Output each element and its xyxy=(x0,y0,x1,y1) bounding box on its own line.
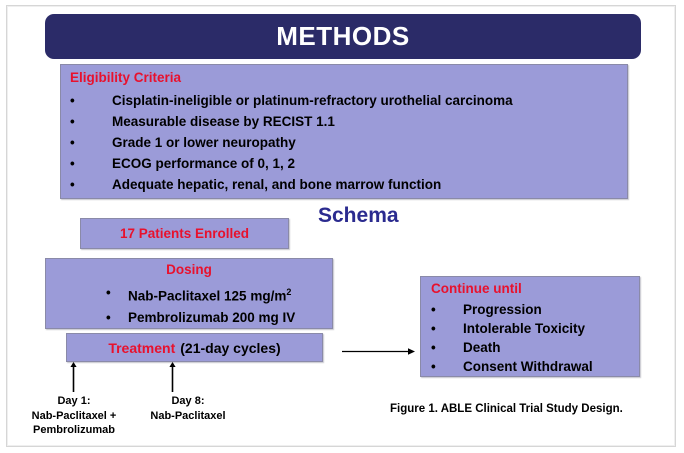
treatment-box: Treatment (21-day cycles) xyxy=(66,333,323,362)
continue-until-header: Continue until xyxy=(431,281,522,296)
list-item-label: Pembrolizumab 200 mg IV xyxy=(128,309,296,325)
list-item-label: Consent Withdrawal xyxy=(463,359,593,374)
list-item: • Nab-Paclitaxel 125 mg/m2 xyxy=(106,282,295,307)
list-item: • Cisplatin-ineligible or platinum-refra… xyxy=(70,90,621,111)
list-item: • Pembrolizumab 200 mg IV xyxy=(106,307,295,328)
eligibility-header: Eligibility Criteria xyxy=(70,70,182,85)
continue-until-panel: Continue until • Progression • Intolerab… xyxy=(420,276,640,377)
list-item-label: Intolerable Toxicity xyxy=(463,321,586,336)
eligibility-criteria-panel: Eligibility Criteria • Cisplatin-ineligi… xyxy=(60,64,628,199)
bullet-icon: • xyxy=(431,302,436,317)
list-item: • Grade 1 or lower neuropathy xyxy=(70,132,621,153)
dosing-header: Dosing xyxy=(166,262,212,277)
list-item: • Intolerable Toxicity xyxy=(431,319,593,338)
dosing-drug1-superscript: 2 xyxy=(286,287,292,297)
bullet-icon: • xyxy=(431,359,436,374)
list-item: • Consent Withdrawal xyxy=(431,357,593,376)
bullet-icon: • xyxy=(431,340,436,355)
list-item-label: Grade 1 or lower neuropathy xyxy=(112,135,296,150)
slide-canvas: METHODS Eligibility Criteria • Cisplatin… xyxy=(6,5,676,447)
bullet-icon: • xyxy=(70,156,75,171)
treatment-header: Treatment xyxy=(108,339,176,356)
bullet-icon: • xyxy=(70,135,75,150)
list-item-label: Cisplatin-ineligible or platinum-refract… xyxy=(112,93,513,108)
list-item: • Adequate hepatic, renal, and bone marr… xyxy=(70,174,621,195)
eligibility-list: • Cisplatin-ineligible or platinum-refra… xyxy=(70,90,621,195)
bullet-icon: • xyxy=(106,309,111,325)
day1-label: Day 1: Nab-Paclitaxel + Pembrolizumab xyxy=(31,395,117,436)
treatment-cycle-label: (21-day cycles) xyxy=(180,339,281,356)
day8-tick-arrow-icon xyxy=(169,362,176,392)
list-item-label: Progression xyxy=(463,302,542,317)
list-item-label: ECOG performance of 0, 1, 2 xyxy=(112,156,296,171)
list-item: • Measurable disease by RECIST 1.1 xyxy=(70,111,621,132)
bullet-icon: • xyxy=(70,177,75,192)
page-title: METHODS xyxy=(276,21,410,51)
bullet-icon: • xyxy=(106,285,111,300)
continue-until-list: • Progression • Intolerable Toxicity • D… xyxy=(431,300,593,376)
bullet-icon: • xyxy=(70,114,75,129)
list-item: • Death xyxy=(431,338,593,357)
list-item: • Progression xyxy=(431,300,593,319)
day1-tick-arrow-icon xyxy=(70,362,77,392)
dosing-drug1-text: Nab-Paclitaxel 125 mg/m xyxy=(128,288,287,304)
bullet-icon: • xyxy=(70,93,75,108)
schema-heading: Schema xyxy=(318,204,399,227)
bullet-icon: • xyxy=(431,321,436,336)
slide-title-banner: METHODS xyxy=(45,14,641,59)
list-item-label: Death xyxy=(463,340,501,355)
list-item: • ECOG performance of 0, 1, 2 xyxy=(70,153,621,174)
figure-caption: Figure 1. ABLE Clinical Trial Study Desi… xyxy=(390,403,623,415)
patients-enrolled-label: 17 Patients Enrolled xyxy=(119,226,250,241)
dosing-list: • Nab-Paclitaxel 125 mg/m2 • Pembrolizum… xyxy=(106,282,295,328)
list-item-label: Measurable disease by RECIST 1.1 xyxy=(112,114,335,129)
dosing-panel: Dosing • Nab-Paclitaxel 125 mg/m2 • Pemb… xyxy=(45,258,333,329)
list-item-label: Nab-Paclitaxel 125 mg/m2 xyxy=(128,282,291,307)
patients-enrolled-box: 17 Patients Enrolled xyxy=(80,218,289,249)
list-item-label: Adequate hepatic, renal, and bone marrow… xyxy=(112,177,442,192)
flow-arrow-icon xyxy=(342,348,415,355)
day8-label: Day 8: Nab-Paclitaxel xyxy=(150,395,226,422)
